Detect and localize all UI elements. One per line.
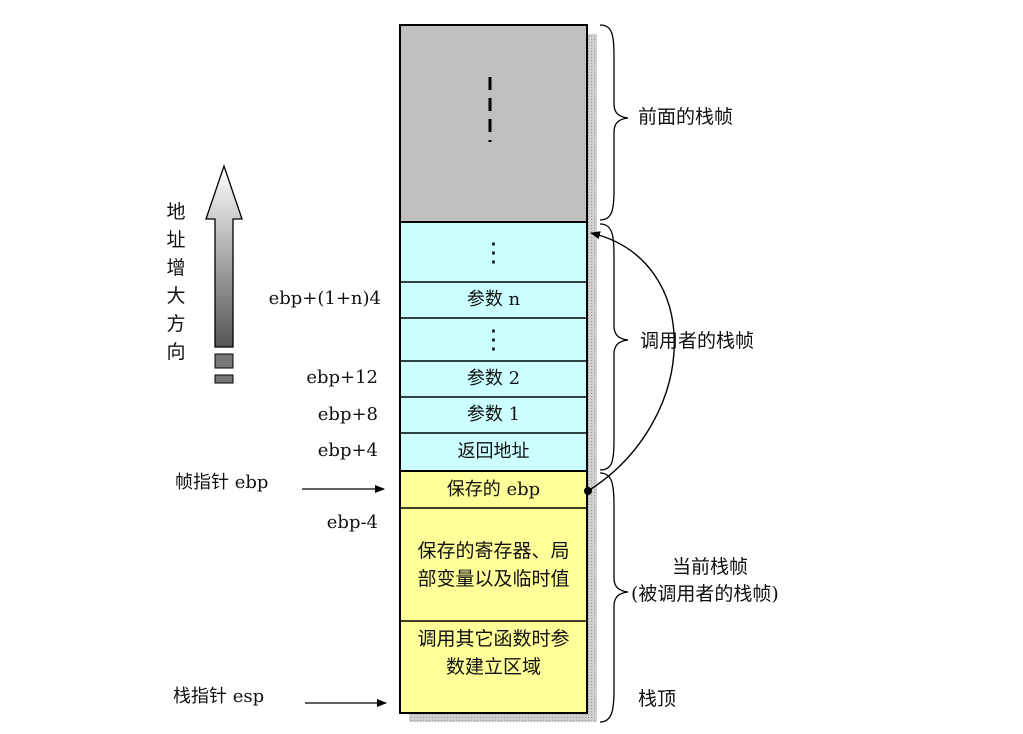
call-args-area-cell: 调用其它函数时参数建立区域 [417,628,570,678]
offset-param-1: ebp+8 [317,404,378,425]
param-2-cell: 参数 2 [466,368,521,389]
current-frame-block [399,470,588,714]
stack-pointer-label: 栈指针 esp [173,686,265,707]
address-growth-char: 大 [166,285,186,307]
caller-frame-brace [599,223,629,471]
address-arrow-icon [205,163,243,384]
caller-frame-block [399,221,588,472]
previous-frame-brace [599,24,629,221]
address-growth-char: 地 [166,201,186,223]
saved-registers-locals-cell: 保存的寄存器、局部变量以及临时值 [417,539,570,590]
saved-ebp-link-arrow [587,231,675,492]
stack-top-label: 栈顶 [638,688,677,710]
current-frame-label: 当前栈帧 [672,556,749,578]
address-growth-char: 增 [166,257,186,279]
offset-return-addr: ebp+4 [317,440,378,461]
caller-dividers [400,281,587,434]
param-n-cell: 参数 n [466,289,521,310]
return-address-cell: 返回地址 [457,441,530,462]
frame-pointer-label: 帧指针 ebp [175,472,269,493]
current-dividers [400,507,587,622]
saved-ebp-cell: 保存的 ebp [446,479,541,500]
address-growth-char: 向 [166,341,186,363]
caller-frame-label: 调用者的栈帧 [640,330,755,352]
previous-frame-block [399,24,588,223]
address-growth-char: 址 [166,229,186,251]
offset-param-n: ebp+(1+n)4 [268,288,381,309]
offset-local: ebp-4 [326,512,378,533]
caller-ellipsis-top: ⋮ [480,237,507,268]
caller-ellipsis-mid: ⋮ [480,324,507,355]
address-growth-label: 地址增大方向 [163,198,189,366]
param-1-cell: 参数 1 [466,404,521,425]
current-frame-sub-label: (被调用者的栈帧) [631,583,779,605]
previous-frame-label: 前面的栈帧 [638,106,734,128]
address-growth-char: 方 [166,313,186,335]
offset-param-2: ebp+12 [306,367,378,388]
current-frame-brace [599,472,629,723]
